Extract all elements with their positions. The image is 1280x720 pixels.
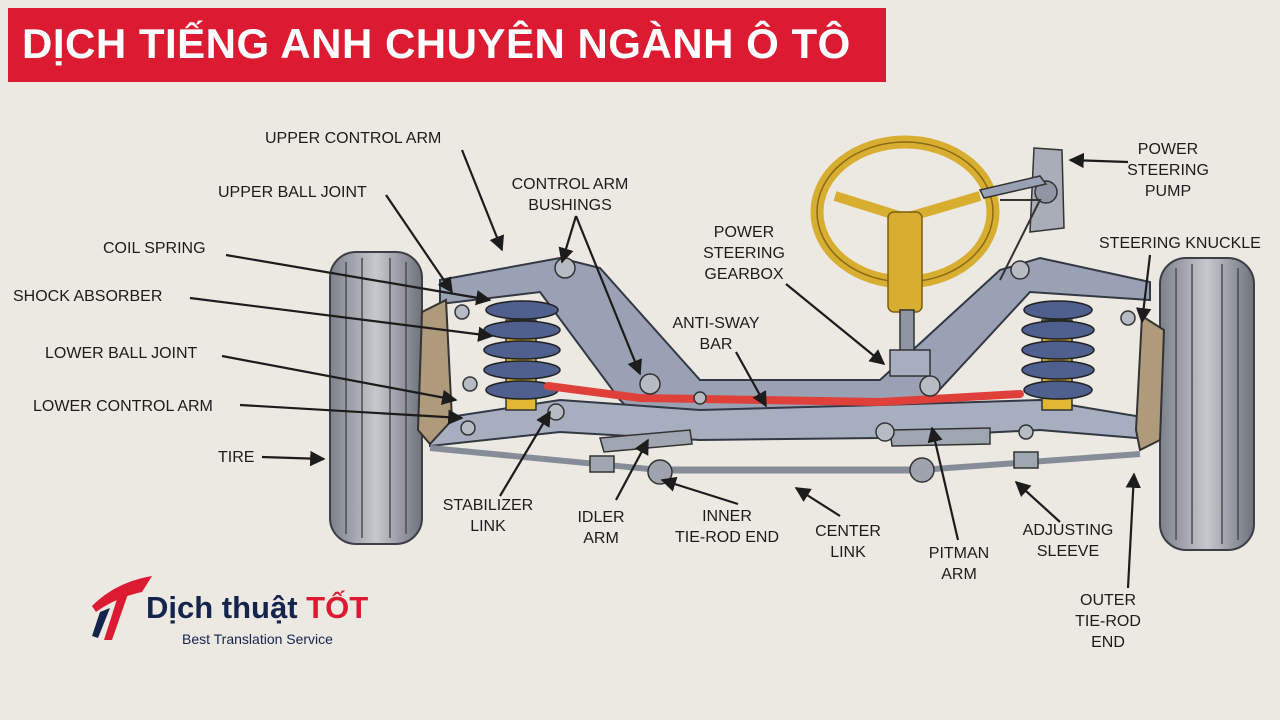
label-coil-spring: COIL SPRING xyxy=(103,240,206,257)
power-steering-pump xyxy=(978,147,1065,281)
label-stabilizer-link-line-2: LINK xyxy=(470,518,506,535)
label-power-steering-pump-line-3: PUMP xyxy=(1144,183,1192,200)
label-center-link-line-2: LINK xyxy=(830,544,866,561)
label-power-steering-gearbox-line-3: GEARBOX xyxy=(704,266,784,283)
label-idler-arm-line-1: IDLER xyxy=(577,509,625,526)
label-control-arm-bushings-line-2: BUSHINGS xyxy=(528,197,612,214)
label-center-link-line-1: CENTER xyxy=(815,523,881,540)
brand-logo-title: Dịch thuật TỐT xyxy=(146,590,368,626)
label-anti-sway-bar-line-2: BAR xyxy=(699,336,733,353)
right-steering-knuckle xyxy=(1134,314,1166,452)
label-anti-sway-bar-line-1: ANTI-SWAY xyxy=(672,315,760,332)
label-outer-tie-rod-end-line-1: OUTER xyxy=(1080,592,1136,609)
bolts xyxy=(454,257,1136,442)
title-banner: DỊCH TIẾNG ANH CHUYÊN NGÀNH Ô TÔ xyxy=(8,8,886,82)
leader-arrows xyxy=(189,149,1152,589)
left-tire xyxy=(329,251,423,545)
label-power-steering-pump-line-2: STEERING xyxy=(1127,162,1209,179)
label-shock-absorber: SHOCK ABSORBER xyxy=(13,288,163,305)
label-tire: TIRE xyxy=(218,449,255,466)
label-power-steering-gearbox-line-1: POWER xyxy=(713,224,775,241)
label-upper-ball-joint: UPPER BALL JOINT xyxy=(218,184,367,201)
steering-wheel xyxy=(810,135,1000,377)
right-coil-spring xyxy=(1021,300,1095,411)
label-idler-arm-line-2: ARM xyxy=(583,530,619,547)
label-outer-tie-rod-end-line-2: TIE-ROD xyxy=(1075,613,1141,630)
left-steering-knuckle xyxy=(416,298,454,446)
label-outer-tie-rod-end-line-3: END xyxy=(1091,634,1125,651)
steering-linkage xyxy=(429,427,1141,485)
left-coil-spring xyxy=(483,300,561,411)
label-pitman-arm-line-1: PITMAN xyxy=(928,545,990,562)
brand-t-icon xyxy=(92,576,152,640)
label-inner-tie-rod-end-line-1: INNER xyxy=(702,508,752,525)
frame-crossmember xyxy=(429,256,1161,448)
label-lower-ball-joint: LOWER BALL JOINT xyxy=(45,345,198,362)
label-upper-control-arm: UPPER CONTROL ARM xyxy=(265,130,442,147)
label-power-steering-gearbox-line-2: STEERING xyxy=(703,245,785,262)
label-stabilizer-link-line-1: STABILIZER xyxy=(442,497,534,514)
label-inner-tie-rod-end-line-2: TIE-ROD END xyxy=(675,529,779,546)
label-adjusting-sleeve-line-1: ADJUSTING xyxy=(1022,522,1114,539)
brand-name-main: Dịch thuật xyxy=(146,590,307,625)
label-pitman-arm-line-2: ARM xyxy=(941,566,977,583)
label-power-steering-pump-line-1: POWER xyxy=(1137,141,1199,158)
label-steering-knuckle: STEERING KNUCKLE xyxy=(1099,235,1261,252)
label-control-arm-bushings-line-1: CONTROL ARM xyxy=(511,176,629,193)
label-lower-control-arm: LOWER CONTROL ARM xyxy=(33,398,213,415)
right-tire xyxy=(1159,257,1255,551)
banner-title: DỊCH TIẾNG ANH CHUYÊN NGÀNH Ô TÔ xyxy=(22,20,851,67)
label-adjusting-sleeve-line-2: SLEEVE xyxy=(1036,543,1100,560)
brand-name-accent: TỐT xyxy=(306,590,369,625)
brand-tagline: Best Translation Service xyxy=(182,631,333,647)
